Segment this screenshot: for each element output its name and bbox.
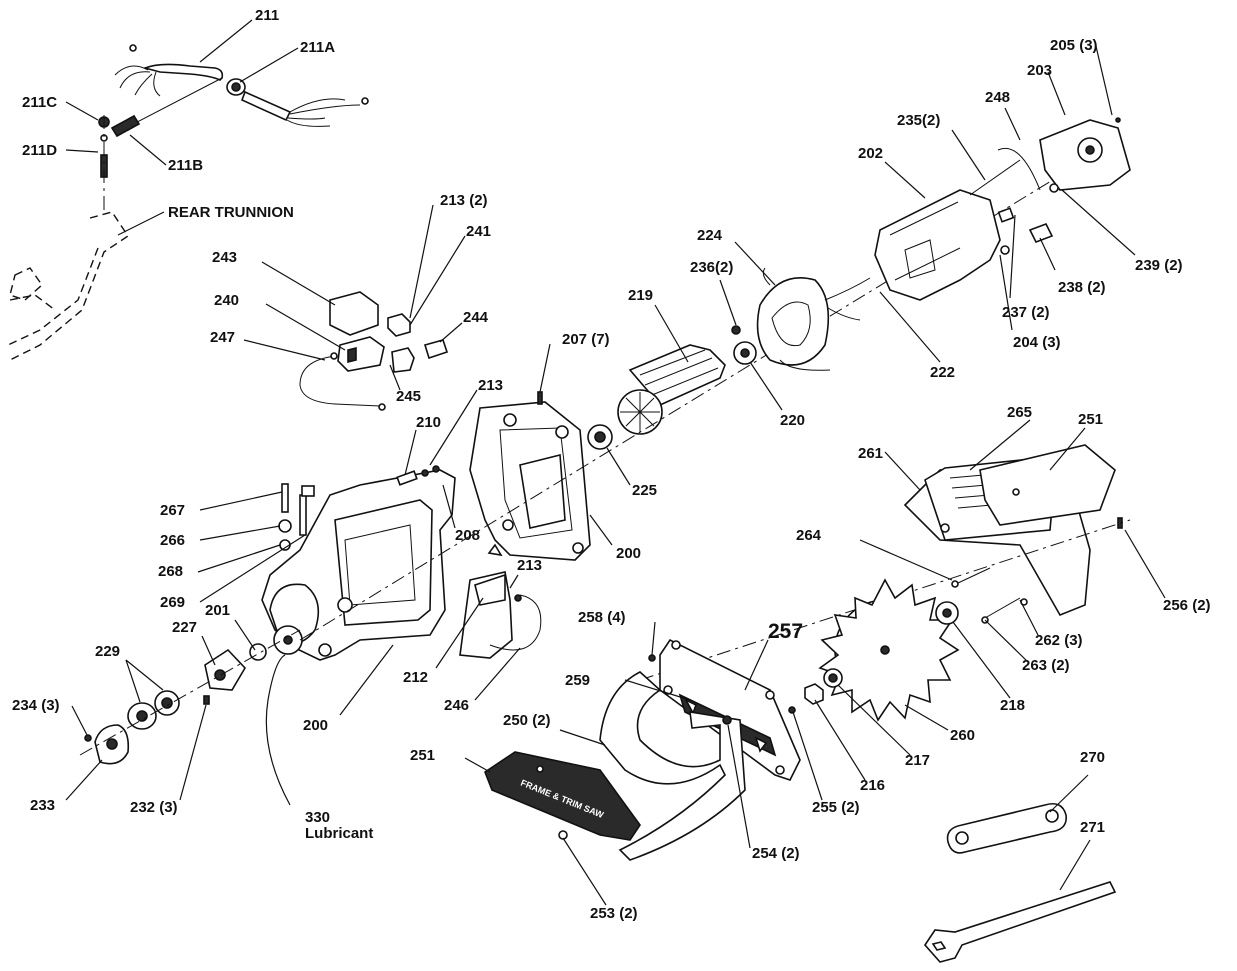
label-260: 260 bbox=[950, 727, 975, 744]
label-251b: 251 bbox=[410, 747, 435, 764]
label-233: 233 bbox=[30, 797, 55, 814]
label-241: 241 bbox=[466, 223, 491, 240]
label-217: 217 bbox=[905, 752, 930, 769]
label-330: 330 bbox=[305, 809, 330, 826]
label-211c: 211C bbox=[22, 94, 57, 111]
label-250-2: 250 (2) bbox=[503, 712, 551, 729]
lower-guard-parts bbox=[459, 571, 542, 659]
label-240: 240 bbox=[214, 292, 239, 309]
label-244: 244 bbox=[463, 309, 489, 326]
label-208: 208 bbox=[455, 527, 480, 544]
decal-plate: FRAME & TRIM SAW bbox=[484, 751, 641, 841]
rear-trunnion bbox=[7, 211, 129, 361]
label-254-2: 254 (2) bbox=[752, 845, 800, 862]
label-225: 225 bbox=[632, 482, 657, 499]
label-258-4: 258 (4) bbox=[578, 609, 626, 626]
label-232-3: 232 (3) bbox=[130, 799, 178, 816]
label-271: 271 bbox=[1080, 819, 1105, 836]
label-213a: 213 bbox=[478, 377, 503, 394]
label-212: 212 bbox=[403, 669, 428, 686]
label-227: 227 bbox=[172, 619, 197, 636]
label-237-2: 237 (2) bbox=[1002, 304, 1050, 321]
label-200a: 200 bbox=[616, 545, 641, 562]
label-211b: 211B bbox=[168, 157, 203, 174]
upper-guard bbox=[639, 444, 1131, 681]
label-264: 264 bbox=[796, 527, 822, 544]
lower-guard bbox=[599, 671, 746, 861]
label-235-2: 235(2) bbox=[897, 112, 940, 129]
part-labels: 211 211A 211C 211D 211B REAR TRUNNION 21… bbox=[12, 7, 1211, 922]
label-220: 220 bbox=[780, 412, 805, 429]
label-211a: 211A bbox=[300, 39, 335, 56]
switch-group bbox=[299, 291, 449, 411]
label-224: 224 bbox=[697, 227, 723, 244]
label-262-3: 262 (3) bbox=[1035, 632, 1083, 649]
label-234-3: 234 (3) bbox=[12, 697, 60, 714]
blade-hardware bbox=[804, 567, 1028, 705]
label-201: 201 bbox=[205, 602, 230, 619]
label-255-2: 255 (2) bbox=[812, 799, 860, 816]
label-207-7: 207 (7) bbox=[562, 331, 610, 348]
label-246: 246 bbox=[444, 697, 469, 714]
field-assembly bbox=[731, 267, 871, 371]
saw-blade bbox=[818, 578, 960, 722]
label-222: 222 bbox=[930, 364, 955, 381]
label-270: 270 bbox=[1080, 749, 1105, 766]
label-202: 202 bbox=[858, 145, 883, 162]
label-200b: 200 bbox=[303, 717, 328, 734]
gear-cover bbox=[469, 391, 591, 561]
end-bearing-group bbox=[79, 629, 301, 765]
label-rear-trunnion: REAR TRUNNION bbox=[168, 204, 294, 221]
leader-lines bbox=[65, 19, 1166, 906]
label-267: 267 bbox=[160, 502, 185, 519]
label-236-2: 236(2) bbox=[690, 259, 733, 276]
cord-group bbox=[98, 44, 369, 215]
label-219: 219 bbox=[628, 287, 653, 304]
label-251a: 251 bbox=[1078, 411, 1103, 428]
label-213b: 213 bbox=[517, 557, 542, 574]
label-248: 248 bbox=[985, 89, 1010, 106]
label-263-2: 263 (2) bbox=[1022, 657, 1070, 674]
motor-housing bbox=[261, 465, 456, 661]
label-213-2a: 213 (2) bbox=[440, 192, 488, 209]
label-204-3: 204 (3) bbox=[1013, 334, 1061, 351]
label-261: 261 bbox=[858, 445, 883, 462]
label-210: 210 bbox=[416, 414, 441, 431]
wrenches bbox=[923, 802, 1117, 963]
label-218: 218 bbox=[1000, 697, 1025, 714]
label-268: 268 bbox=[158, 563, 183, 580]
motor-frame bbox=[874, 148, 1054, 301]
label-259: 259 bbox=[565, 672, 590, 689]
label-243: 243 bbox=[212, 249, 237, 266]
label-257: 257 bbox=[768, 620, 803, 643]
label-203: 203 bbox=[1027, 62, 1052, 79]
label-211d: 211D bbox=[22, 142, 57, 159]
label-253-2: 253 (2) bbox=[590, 905, 638, 922]
end-cap bbox=[1039, 117, 1131, 193]
label-269: 269 bbox=[160, 594, 185, 611]
label-239-2: 239 (2) bbox=[1135, 257, 1183, 274]
label-265: 265 bbox=[1007, 404, 1032, 421]
label-238-2: 238 (2) bbox=[1058, 279, 1106, 296]
label-256-2: 256 (2) bbox=[1163, 597, 1211, 614]
label-245: 245 bbox=[396, 388, 421, 405]
label-266: 266 bbox=[160, 532, 185, 549]
label-229: 229 bbox=[95, 643, 120, 660]
label-205-3: 205 (3) bbox=[1050, 37, 1098, 54]
label-216: 216 bbox=[860, 777, 885, 794]
label-211: 211 bbox=[255, 7, 279, 24]
label-lubricant: Lubricant bbox=[305, 825, 373, 842]
label-247: 247 bbox=[210, 329, 235, 346]
